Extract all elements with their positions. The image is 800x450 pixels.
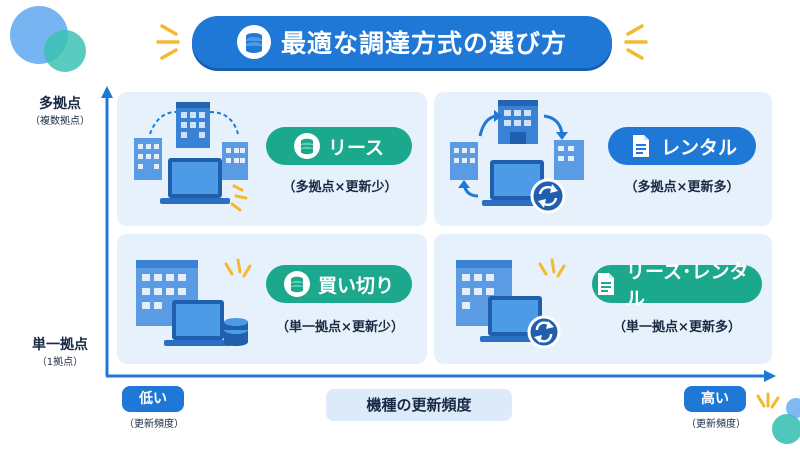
multi-site-laptop-illustration (134, 102, 248, 212)
purchase-condition: （単一拠点×更新少） (276, 320, 404, 335)
sparkle-left-icon (156, 24, 180, 60)
x-axis-title: 機種の更新頻度 (326, 389, 512, 421)
coins-icon (283, 271, 310, 297)
lease-rental-pill: リース･レンタル (592, 261, 762, 310)
y-axis-top-label: 多拠点 (39, 96, 81, 112)
lease-label: リース (327, 136, 385, 159)
single-site-rental-illustration (456, 258, 566, 349)
document-icon (632, 135, 649, 157)
purchase-label: 買い切り (317, 274, 394, 297)
title-banner: 最適な調達方式の選び方 (192, 16, 612, 68)
rental-label: レンタル (660, 136, 737, 159)
y-axis-top-sub: （複数拠点） (30, 116, 90, 127)
decorative-circle-teal (44, 30, 86, 72)
y-axis-bottom-sub: （1拠点） (36, 357, 84, 368)
x-axis-left-label: 低い (122, 386, 184, 412)
page-title: 最適な調達方式の選び方 (280, 29, 567, 58)
rental-condition: （多拠点×更新多） (624, 180, 740, 195)
lease-pill: リース (266, 127, 412, 165)
y-axis-bottom-label: 単一拠点 (32, 337, 88, 353)
decorative-circle-bottom-right (772, 414, 800, 444)
purchase-pill: 買い切り (266, 265, 412, 303)
x-axis-right-sub: （更新頻度） (686, 419, 746, 430)
sparkle-bottom-right-icon (756, 392, 780, 409)
coins-icon (236, 25, 271, 59)
x-axis-left-sub: （更新頻度） (124, 419, 184, 430)
lease-rental-condition: （単一拠点×更新多） (613, 320, 741, 335)
decorative-circle-bottom-right-blue (786, 398, 800, 418)
rental-cycle-illustration (450, 100, 584, 214)
lease-rental-label: リース･レンタル (626, 261, 749, 310)
x-axis-right-label: 高い (684, 386, 746, 412)
document-icon (598, 273, 614, 295)
lease-condition: （多拠点×更新少） (282, 180, 398, 195)
sparkle-right-icon (624, 24, 648, 60)
rental-pill: レンタル (608, 127, 756, 165)
single-site-purchase-illustration (136, 258, 252, 346)
coins-icon (293, 133, 320, 159)
